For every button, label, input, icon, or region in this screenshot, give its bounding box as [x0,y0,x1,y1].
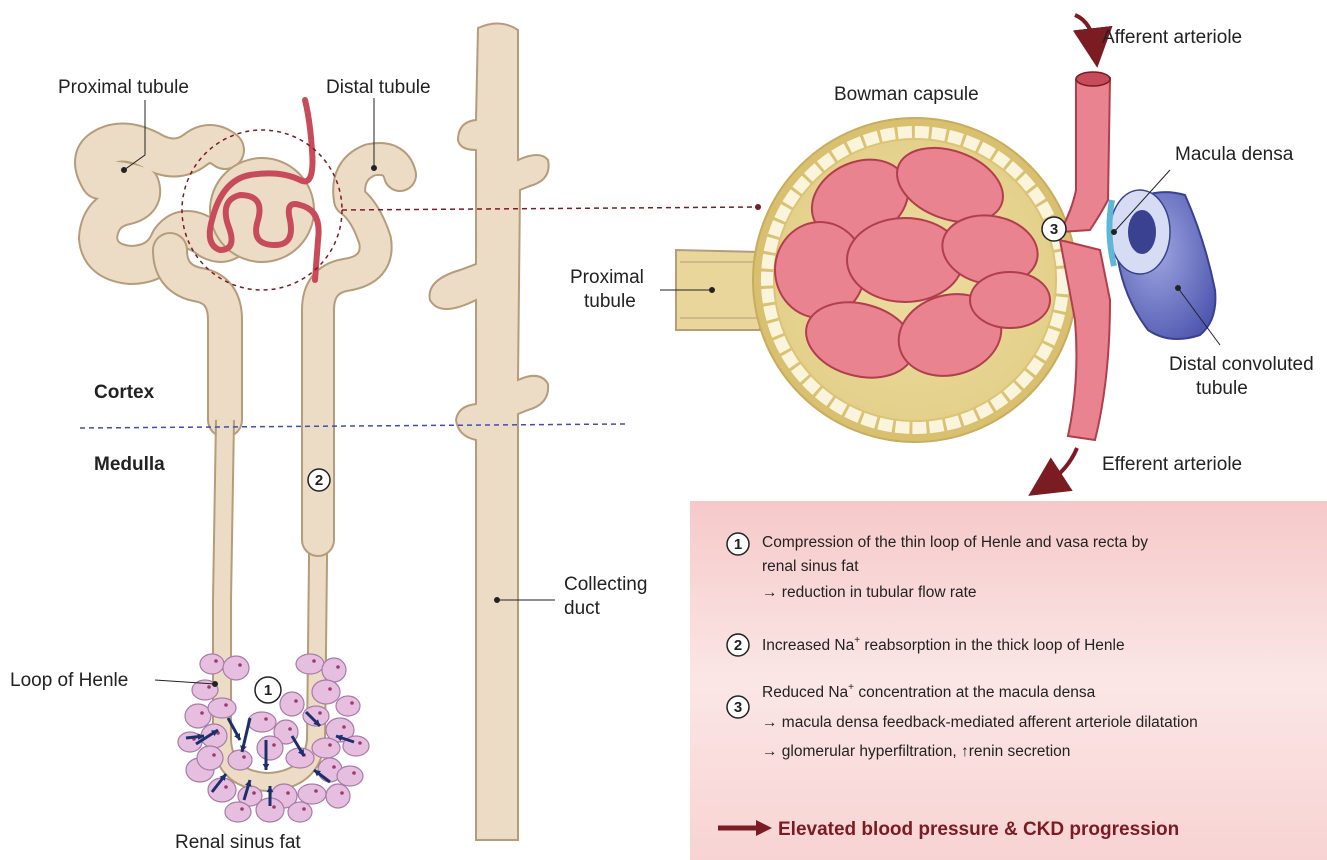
fat-cell [185,704,211,728]
fat-cell-nucleus [340,791,344,795]
svg-text:Compression of the thin loop o: Compression of the thin loop of Henle an… [762,534,1148,551]
marker-3: 3 [1042,217,1066,241]
fat-cell [228,750,252,770]
zoom-link-line [342,207,758,210]
fat-cell-nucleus [352,771,356,775]
fat-cell [257,736,283,760]
fat-cell-nucleus [214,659,218,663]
label-loop-of-henle: Loop of Henle [10,670,128,691]
fat-cell [337,766,363,786]
svg-text:2: 2 [315,472,323,489]
svg-text:Elevated blood pressure & CKD: Elevated blood pressure & CKD progressio… [778,819,1179,840]
label-macula-densa: Macula densa [1175,144,1294,165]
efferent-flow-arrow [1045,448,1077,485]
fat-cell-nucleus [286,791,290,795]
label-medulla: Medulla [94,454,165,475]
fat-cell-nucleus [264,717,268,721]
fat-cell [200,654,224,674]
fat-cell-nucleus [342,725,346,729]
label-bowman-capsule: Bowman capsule [834,84,979,105]
svg-text:Increased Na+ reabsorption in: Increased Na+ reabsorption in the thick … [762,635,1125,654]
label-proximal-tubule: Proximal tubule [58,77,189,98]
legend-item-2: 2 Increased Na+ reabsorption in the thic… [727,634,1125,656]
label-afferent-arteriole: Afferent arteriole [1102,27,1242,48]
fat-cell [298,784,326,804]
fat-cell [248,712,276,732]
fat-cell-nucleus [314,789,318,793]
label-distal-convoluted-2: tubule [1196,378,1248,399]
fat-cell [225,802,251,822]
label-renal-sinus-fat: Renal sinus fat [175,832,301,853]
fat-cell-nucleus [242,755,246,759]
fat-cell-nucleus [302,807,306,811]
label-proximal-tubule-right-1: Proximal [570,267,644,288]
marker-1: 1 [255,677,281,703]
svg-text:renal sinus fat: renal sinus fat [762,558,859,575]
label-distal-tubule: Distal tubule [326,77,431,98]
fat-cell-nucleus [200,711,204,715]
label-collecting-duct-1: Collecting [564,574,647,595]
svg-text:Reduced Na+ concentration at t: Reduced Na+ concentration at the macula … [762,682,1096,701]
fat-cell-nucleus [328,743,332,747]
fat-cell [288,802,312,822]
fat-cell-nucleus [252,791,256,795]
label-proximal-tubule-right-2: tubule [584,291,636,312]
fat-cell-nucleus [238,663,242,667]
afferent-flow-arrow [1075,15,1095,48]
svg-text:3: 3 [734,699,742,716]
nephron-left: 2 1 Proximal tubule Distal tubule Cortex… [10,23,761,853]
cortex-medulla-boundary [80,424,625,428]
fat-cell [223,656,249,680]
glomerulus-detail: 3 Afferent arteriole Bowman capsule Macu… [570,15,1314,485]
fat-cell-nucleus [358,741,362,745]
collecting-duct [430,23,549,840]
label-distal-convoluted-1: Distal convoluted [1169,354,1314,375]
label-efferent-arteriole: Efferent arteriole [1102,454,1242,475]
fat-cell-nucleus [318,711,322,715]
svg-text:→ macula densa feedback-mediat: → macula densa feedback-mediated afferen… [762,714,1198,731]
svg-text:3: 3 [1050,221,1058,238]
fat-cell [197,746,223,770]
fat-cell [280,692,304,716]
fat-cell-nucleus [207,685,211,689]
fat-cell [322,658,346,682]
fat-cell-nucleus [272,805,276,809]
fat-cell-nucleus [312,659,316,663]
label-cortex: Cortex [94,382,155,403]
fat-cell-nucleus [332,765,336,769]
fat-cell-nucleus [336,665,340,669]
svg-text:→ reduction in tubular flow ra: → reduction in tubular flow rate [762,584,977,601]
label-collecting-duct-2: duct [564,598,601,619]
legend-box: 1 Compression of the thin loop of Henle … [690,501,1327,860]
fat-cell [296,654,324,674]
fat-cell [336,696,360,716]
svg-text:→ glomerular hyperfiltration,: → glomerular hyperfiltration, ↑renin sec… [762,743,1070,760]
marker-2: 2 [308,469,330,491]
fat-cell [312,738,340,758]
fat-cell [201,724,227,748]
fat-cell [208,698,236,718]
svg-text:1: 1 [734,536,742,553]
legend-conclusion: Elevated blood pressure & CKD progressio… [718,819,1179,840]
fat-cell-nucleus [212,753,216,757]
fat-cell [312,680,340,704]
fat-cell-nucleus [288,727,292,731]
fat-cell-nucleus [272,743,276,747]
fat-cell-nucleus [224,785,228,789]
fat-cell-nucleus [224,703,228,707]
fat-cell-nucleus [294,699,298,703]
fat-cell [326,784,350,808]
fat-cell-nucleus [240,807,244,811]
svg-text:2: 2 [734,637,742,654]
fat-cell-nucleus [328,687,332,691]
fat-cell-nucleus [350,701,354,705]
svg-text:1: 1 [264,682,272,699]
compression-arrowhead [263,764,270,770]
